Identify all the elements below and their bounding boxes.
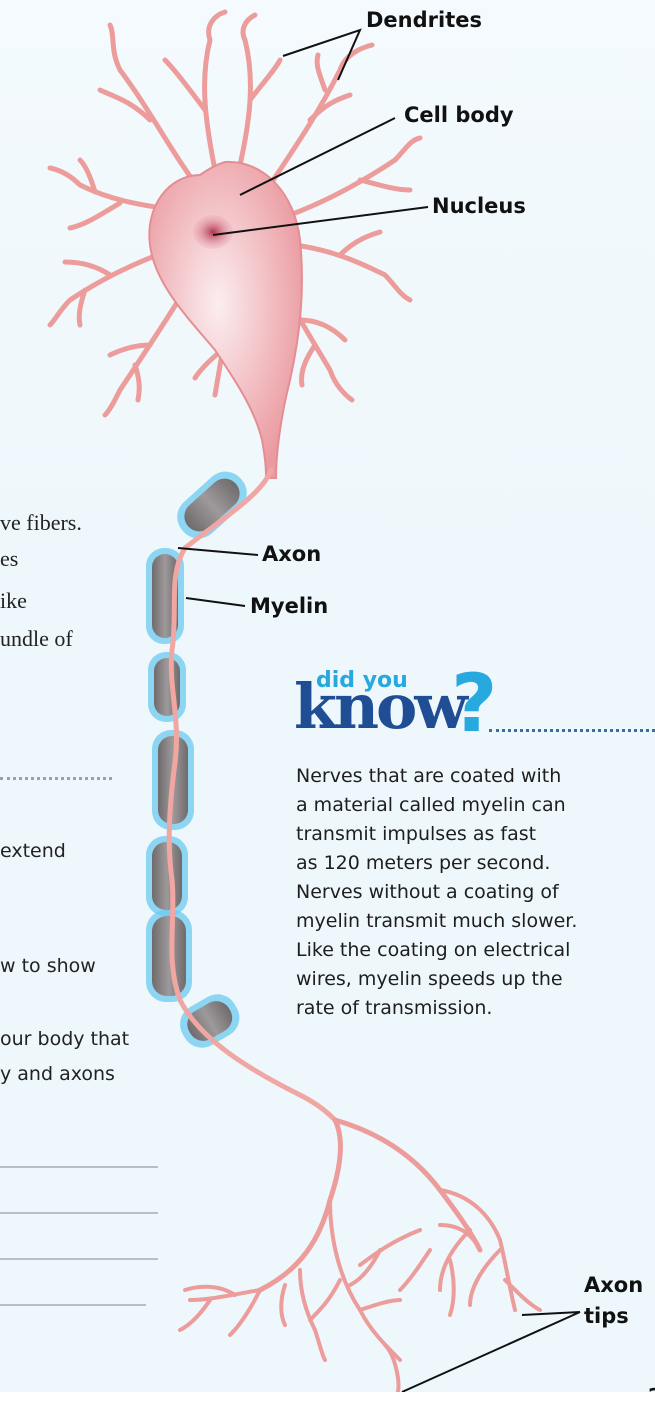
dyk-line-2: a material called myelin can [296,791,654,820]
myelin-sheath-segments [146,463,255,1055]
dyk-line-5: Nerves without a coating of [296,878,654,907]
axon-tips-label-line1: Axon [584,1273,643,1298]
dyk-line-4: as 120 meters per second. [296,849,654,878]
axon-label: Axon [262,542,321,567]
answer-line-1[interactable] [0,1166,158,1168]
dyk-line-1: Nerves that are coated with [296,762,654,791]
did-you-know-paragraph: Nerves that are coated with a material c… [296,762,654,1023]
left-question-line-1: extend [0,840,66,862]
cell-body-label: Cell body [404,103,514,128]
left-question-line-4: y and axons [0,1063,115,1085]
question-mark-icon: ? [451,664,497,744]
nucleus-label: Nucleus [432,194,526,219]
left-text-line-1: ve fibers. [0,510,82,536]
cell-body-shape [149,162,302,478]
know-heading: know [294,676,465,738]
answer-line-3[interactable] [0,1258,158,1260]
did-you-know-dotted-rule [489,729,655,732]
bottom-margin [0,1392,655,1412]
left-text-line-2: es [0,546,18,572]
axon-terminals [180,1120,540,1392]
dendrites-label: Dendrites [366,8,482,33]
nucleus-shape [193,215,233,249]
answer-line-4[interactable] [0,1304,146,1306]
axon-tips-label-line2: tips [584,1304,629,1329]
left-question-line-3: our body that [0,1028,129,1050]
left-text-line-3: ike [0,588,27,614]
left-text-line-4: undle of [0,626,73,652]
dyk-line-3: transmit impulses as fast [296,820,654,849]
dyk-line-8: wires, myelin speeds up the [296,965,654,994]
dyk-line-7: Like the coating on electrical [296,936,654,965]
answer-line-2[interactable] [0,1212,158,1214]
myelin-label: Myelin [250,594,328,619]
dyk-line-6: myelin transmit much slower. [296,907,654,936]
left-question-line-2: w to show [0,955,96,977]
left-dotted-divider [0,777,112,780]
dyk-line-9: rate of transmission. [296,994,654,1023]
